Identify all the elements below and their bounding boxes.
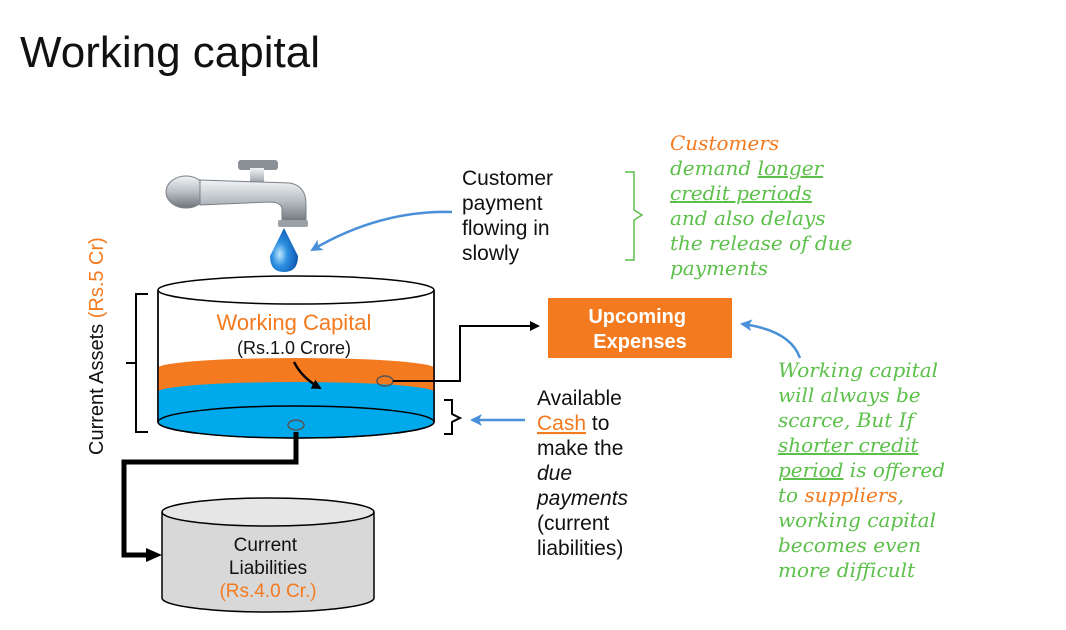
svg-text:Available: Available (537, 387, 622, 410)
svg-text:will always be: will always be (778, 383, 921, 407)
customer-payment-text: Customer payment flowing in slowly (462, 167, 559, 265)
svg-text:liabilities): liabilities) (537, 537, 623, 560)
svg-text:Working capital: Working capital (778, 358, 938, 382)
svg-text:to suppliers,: to suppliers, (778, 483, 904, 507)
svg-text:the release of due: the release of due (670, 231, 852, 255)
payment-arrow (310, 210, 453, 252)
svg-text:and also delays: and also delays (670, 206, 825, 230)
liabilities-value: (Rs.4.0 Cr.) (219, 581, 316, 602)
upcoming-expenses-label: Upcoming Expenses (588, 306, 691, 353)
svg-text:Customers: Customers (670, 131, 779, 155)
current-assets-bracket (126, 293, 148, 433)
expenses-connector (393, 321, 540, 382)
svg-text:more difficult: more difficult (778, 558, 916, 582)
svg-text:(current: (current (537, 512, 610, 535)
working-capital-arrow (292, 361, 322, 390)
svg-text:make the: make the (537, 437, 623, 460)
svg-text:payments: payments (670, 256, 768, 280)
working-capital-value: (Rs.1.0 Crore) (237, 338, 351, 358)
cash-brace (444, 399, 463, 435)
upcoming-expenses-box (548, 298, 732, 358)
svg-text:period is offered: period is offered (778, 458, 945, 482)
liabilities-connector (121, 432, 299, 558)
current-assets-tank (157, 275, 435, 439)
customers-note: Customers demand longer credit periods a… (670, 131, 852, 280)
svg-text:due: due (537, 462, 572, 485)
svg-text:becomes even: becomes even (778, 533, 921, 557)
current-assets-label: Current Assets (Rs.5 Cr) (86, 237, 108, 455)
working-capital-note: Working capital will always be scarce, B… (778, 358, 945, 582)
svg-text:demand longer: demand longer (670, 156, 825, 180)
note-arrow (740, 319, 802, 359)
slide-title: Working capital (20, 28, 320, 77)
current-liabilities-tank (161, 497, 375, 613)
customer-note-brace (625, 171, 644, 261)
liabilities-label: Current Liabilities (229, 535, 307, 579)
working-capital-label: Working Capital (217, 310, 372, 335)
water-tap-icon (165, 160, 308, 227)
svg-text:scarce, But If: scarce, But If (778, 408, 918, 432)
available-cash-text: Available Cash to make the due payments … (536, 387, 629, 560)
svg-text:working capital: working capital (778, 508, 936, 532)
svg-text:payments: payments (536, 487, 629, 510)
svg-text:credit periods: credit periods (670, 181, 812, 205)
water-drop-icon (270, 228, 298, 272)
svg-text:Cash to: Cash to (537, 412, 609, 435)
liabilities-arrowhead (146, 548, 162, 562)
svg-text:shorter credit: shorter credit (778, 433, 919, 457)
